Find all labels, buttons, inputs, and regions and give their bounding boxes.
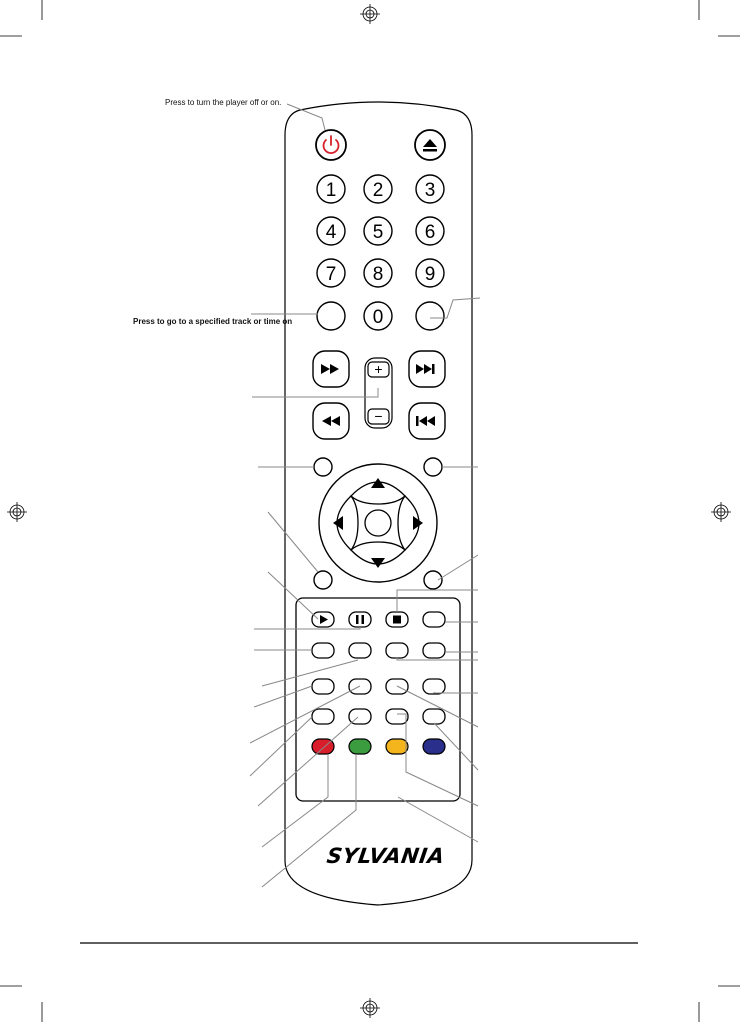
function-grid-button-r3-c4[interactable] [422, 708, 446, 725]
function-grid-button-r2-c1[interactable] [311, 678, 335, 695]
number-key-label: 0 [373, 307, 384, 328]
next-track-icon [416, 364, 435, 374]
annotation-power: Press to turn the player off or on. [165, 98, 282, 107]
play-icon [320, 615, 328, 624]
keypad-extra-button[interactable] [415, 301, 445, 331]
number-key-label: 1 [326, 180, 337, 201]
arrow-up-icon [371, 478, 385, 488]
nav-right-button[interactable] [397, 495, 423, 551]
stop-button[interactable] [385, 611, 409, 628]
nav-down-button[interactable] [350, 541, 406, 568]
number-key-4[interactable]: 4 [316, 216, 346, 246]
goto-button[interactable] [316, 301, 346, 331]
registration-mark-icon [360, 998, 380, 1018]
nav-ok-button[interactable] [364, 509, 392, 537]
number-key-3[interactable]: 3 [415, 174, 445, 204]
volume-up-button[interactable]: + [367, 361, 390, 378]
function-panel [295, 597, 461, 802]
number-key-9[interactable]: 9 [415, 258, 445, 288]
fast-forward-icon [321, 364, 339, 374]
eject-icon [423, 139, 437, 152]
function-button-grid [311, 642, 446, 725]
registration-mark-icon [711, 502, 731, 522]
volume-down-button[interactable]: − [367, 408, 390, 425]
yellow-key[interactable] [385, 738, 409, 755]
power-button[interactable] [315, 129, 347, 161]
number-key-label: 7 [326, 264, 337, 285]
stop-icon [393, 615, 401, 624]
number-key-7[interactable]: 7 [316, 258, 346, 288]
function-grid-button-r1-c2[interactable] [348, 642, 372, 659]
power-icon [322, 135, 340, 154]
number-key-label: 8 [373, 264, 384, 285]
next-track-button[interactable] [408, 350, 446, 388]
number-key-label: 4 [326, 222, 337, 243]
function-grid-button-r1-c3[interactable] [385, 642, 409, 659]
leader-lines [249, 103, 481, 888]
previous-track-icon [416, 416, 435, 426]
rewind-icon [322, 416, 340, 426]
function-grid-button-r2-c4[interactable] [422, 678, 446, 695]
number-key-label: 6 [425, 222, 436, 243]
volume-plus-label: + [374, 361, 382, 377]
number-key-label: 5 [373, 222, 384, 243]
nav-up-button[interactable] [350, 478, 406, 505]
number-keypad: 1 2 3 4 5 6 7 8 9 0 [316, 174, 445, 331]
brand-logo: SYLVANIA [325, 843, 446, 868]
nav-lower-right-button[interactable] [423, 570, 443, 590]
number-key-label: 3 [425, 180, 436, 201]
registration-mark-icon [360, 4, 380, 24]
number-key-1[interactable]: 1 [316, 174, 346, 204]
eject-button[interactable] [414, 129, 446, 161]
function-grid-button-r3-c3[interactable] [385, 708, 409, 725]
nav-upper-right-button[interactable] [423, 457, 443, 477]
registration-mark-icon [7, 502, 27, 522]
number-key-6[interactable]: 6 [415, 216, 445, 246]
number-key-label: 2 [373, 180, 384, 201]
nav-upper-left-button[interactable] [313, 457, 333, 477]
annotation-goto: Press to go to a specified track or time… [133, 317, 293, 326]
number-key-8[interactable]: 8 [363, 258, 393, 288]
blue-key[interactable] [422, 738, 446, 755]
number-key-label: 9 [425, 264, 436, 285]
pause-icon [356, 615, 364, 624]
function-grid-button-r1-c4[interactable] [422, 642, 446, 659]
fast-forward-button[interactable] [312, 350, 350, 388]
function-grid-button-r3-c1[interactable] [311, 708, 335, 725]
arrow-left-icon [333, 516, 343, 530]
arrow-down-icon [371, 558, 385, 568]
pause-button[interactable] [348, 611, 372, 628]
nav-left-button[interactable] [333, 495, 359, 551]
function-button[interactable] [422, 611, 446, 628]
nav-lower-left-button[interactable] [313, 570, 333, 590]
number-key-2[interactable]: 2 [363, 174, 393, 204]
play-button[interactable] [311, 611, 335, 628]
function-grid-button-r1-c1[interactable] [311, 642, 335, 659]
previous-track-button[interactable] [408, 402, 446, 440]
green-key[interactable] [348, 738, 372, 755]
number-key-0[interactable]: 0 [363, 301, 393, 331]
volume-minus-label: − [374, 408, 382, 424]
rewind-button[interactable] [312, 402, 350, 440]
arrow-right-icon [413, 516, 423, 530]
number-key-5[interactable]: 5 [363, 216, 393, 246]
